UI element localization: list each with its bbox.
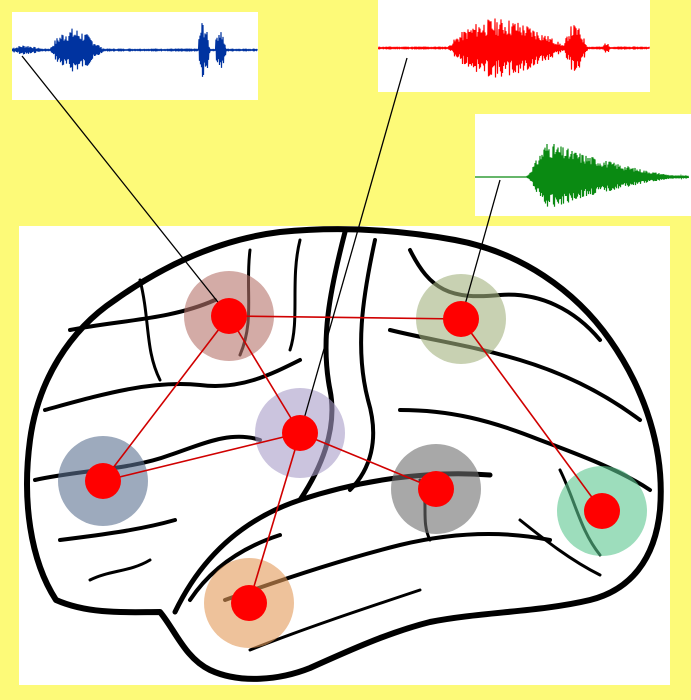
edge-central-temporal-mid — [299, 432, 437, 490]
waveform-red — [378, 18, 650, 78]
waveform-panel-green — [475, 114, 691, 216]
waveform-panel-red — [378, 0, 650, 92]
pointer-red-central — [299, 57, 408, 434]
edge-frontal-upper-parietal — [228, 315, 462, 320]
node-parietal — [443, 301, 479, 337]
edge-frontal-pole-central — [102, 432, 301, 482]
waveform-green-trace — [475, 143, 690, 207]
network-edges — [102, 315, 603, 604]
waveform-panel-blue — [12, 12, 258, 100]
edge-frontal-upper-frontal-pole — [102, 315, 230, 482]
waveform-blue-trace — [12, 23, 258, 77]
edge-frontal-upper-central — [228, 315, 301, 434]
network-nodes — [85, 298, 620, 621]
waveform-pointers — [21, 55, 501, 434]
node-temporal-pole — [231, 585, 267, 621]
pointer-blue-frontal-upper — [21, 55, 230, 317]
waveform-green — [475, 143, 690, 207]
node-central — [282, 415, 318, 451]
node-frontal-upper — [211, 298, 247, 334]
waveform-blue — [12, 23, 258, 77]
edge-parietal-occipital — [460, 318, 603, 512]
node-occipital — [584, 493, 620, 529]
edge-central-temporal-pole — [248, 432, 301, 604]
pointer-green-parietal — [460, 179, 501, 320]
node-temporal-mid — [418, 471, 454, 507]
node-frontal-pole — [85, 463, 121, 499]
